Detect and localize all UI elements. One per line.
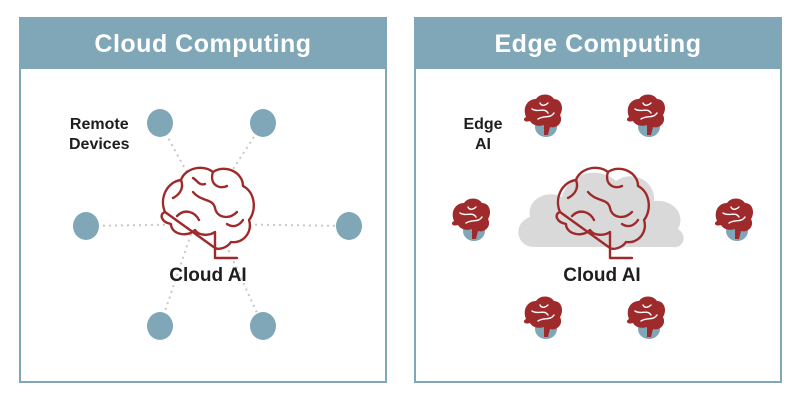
cloud-computing-diagram [73,109,362,340]
remote-device-icon [147,109,173,137]
remote-device-icon [250,109,276,137]
cloud-ai-label: Cloud AI [563,265,641,286]
connector-line [220,233,264,327]
cloud-computing-panel: Cloud Computing [19,17,387,383]
cloud-icon [518,172,684,248]
edge-computing-title: Edge Computing [416,19,780,69]
remote-device-icon [73,212,99,240]
edge-ai-label-line1: Edge [463,116,503,133]
edge-computing-diagram [451,93,754,340]
remote-device-icon [250,312,276,340]
cloud-computing-title: Cloud Computing [21,19,385,69]
edge-ai-brain-icon [451,197,491,242]
edge-computing-panel: Edge Computing Edge AI [414,17,782,383]
brain-icon [555,166,650,260]
connector-line [206,122,264,210]
edge-ai-brain-icon [523,93,563,138]
remote-device-icon [147,312,173,340]
edge-ai-label-line2: AI [475,136,491,153]
brain-icon [160,166,255,260]
edge-ai-brain-icon [523,295,563,340]
connector-line [85,223,208,227]
remote-device-icon [336,212,362,240]
cloud-ai-label: Cloud AI [169,265,247,286]
edge-ai-brain-icon [626,93,666,138]
edge-ai-brain-icon [714,197,754,242]
connector-line [159,122,208,210]
connector-line [159,233,192,327]
remote-devices-label-line2: Devices [69,136,130,153]
edge-ai-brain-icon [626,295,666,340]
remote-devices-label: Remote Devices [69,115,130,155]
edge-ai-label: Edge AI [460,115,506,155]
remote-devices-label-line1: Remote [69,116,129,133]
